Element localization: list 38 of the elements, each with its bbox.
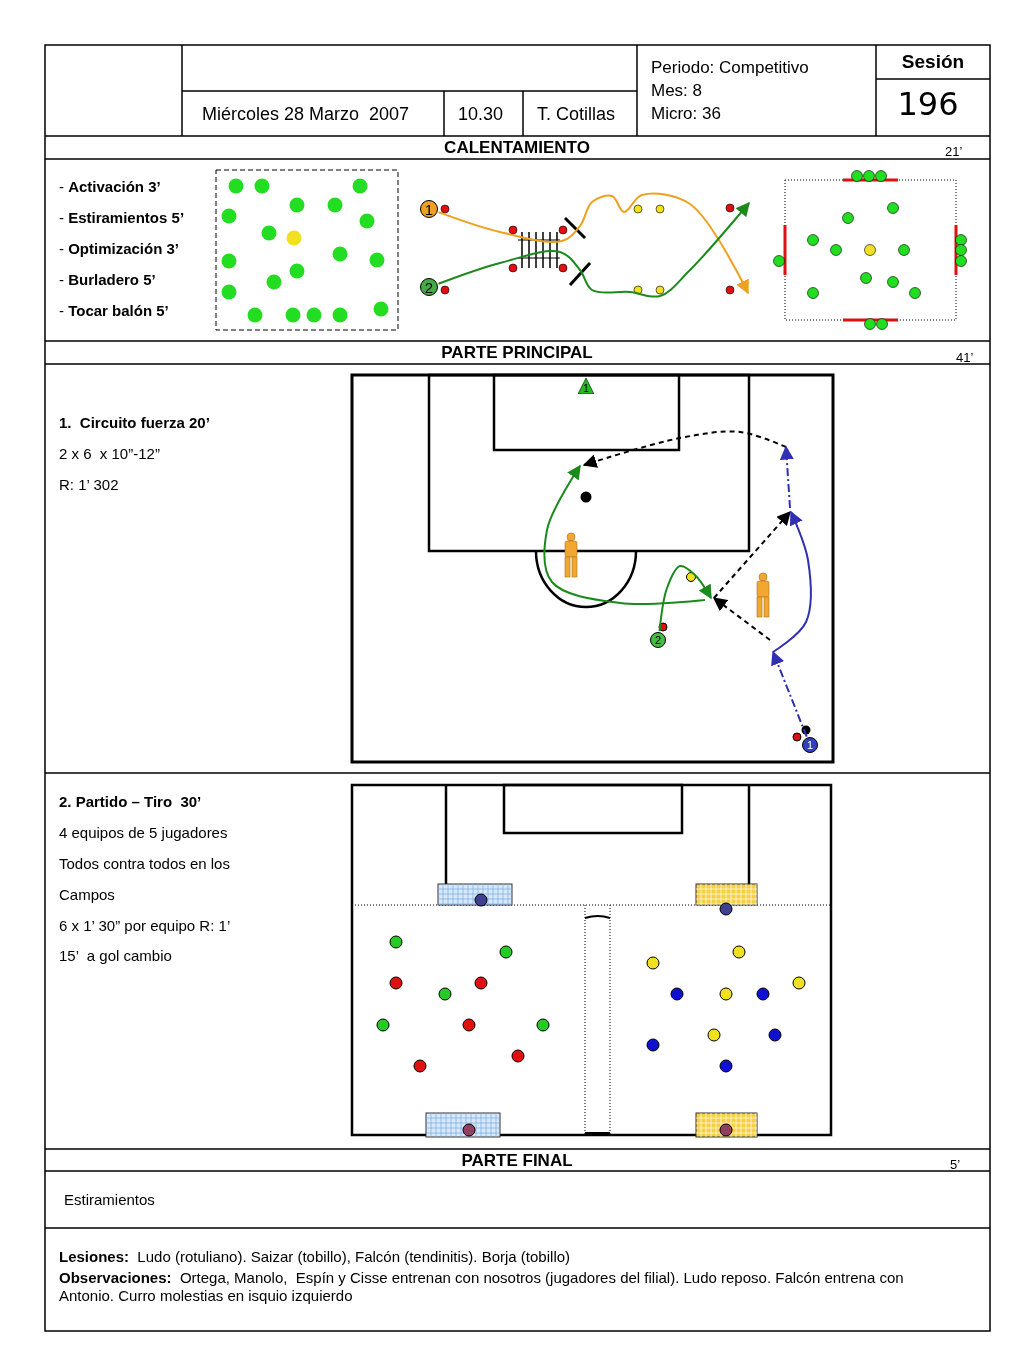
exercise-title: 2. Partido – Tiro 30’ xyxy=(59,793,202,811)
player-marker: 2 xyxy=(420,278,438,296)
exercise-detail: 2 x 6 x 10”-12” xyxy=(59,445,160,463)
session-number: 196 xyxy=(897,85,959,124)
cone-marker: 1 xyxy=(578,378,594,394)
time-text: 10.30 xyxy=(458,104,504,126)
exercise-item: - Optimización 3’ xyxy=(59,240,180,258)
run-path-arrow xyxy=(771,650,808,738)
section-heading: PARTE FINAL xyxy=(461,1151,573,1172)
player-marker: 2 xyxy=(650,632,666,648)
player-marker: 1 xyxy=(420,200,438,218)
exercise-detail: 4 equipos de 5 jugadores xyxy=(59,824,228,842)
micro-cycle-text: Micro: 36 xyxy=(651,104,721,125)
injuries-note: Lesiones: Ludo (rotuliano). Saizar (tobillo), Falcón (tendinitis). Borja (tobillo) xyxy=(59,1248,572,1266)
exercise-detail: 6 x 1’ 30” por equipo R: 1’ xyxy=(59,917,231,935)
venue-text: T. Cotillas xyxy=(537,104,616,126)
session-heading: Sesión xyxy=(901,51,965,74)
run-path-arrow xyxy=(658,564,712,633)
period-text: Periodo: Competitivo xyxy=(651,58,809,79)
section-heading: CALENTAMIENTO xyxy=(444,138,590,159)
exercise-detail: R: 1’ 302 xyxy=(59,476,119,494)
player-marker: 1 xyxy=(802,737,818,753)
duration-text: 41’ xyxy=(956,350,974,366)
exercise-title: 1. Circuito fuerza 20’ xyxy=(59,414,210,432)
exercise-detail: 15’ a gol cambio xyxy=(59,947,172,965)
month-text: Mes: 8 xyxy=(651,81,703,102)
exercise-item: Estiramientos xyxy=(64,1191,155,1209)
exercise-item: - Tocar balón 5’ xyxy=(59,302,169,320)
duration-text: 21’ xyxy=(945,144,963,160)
exercise-item: - Activación 3’ xyxy=(59,178,161,196)
section-heading: PARTE PRINCIPAL xyxy=(441,343,593,364)
duration-text: 5’ xyxy=(950,1157,961,1173)
exercise-detail: Todos contra todos en los xyxy=(59,855,230,873)
exercise-item: - Burladero 5’ xyxy=(59,271,156,289)
exercise-detail: Campos xyxy=(59,886,115,904)
date-text: Miércoles 28 Marzo 2007 xyxy=(202,104,410,126)
observations-note: Observaciones: Ortega, Manolo, Espín y Cisse entrenan con nosotros (jugadores del filial). Ludo reposo. Falcón entrena con Antonio. Curro molestias en isquio izquierdo xyxy=(59,1269,905,1305)
exercise-item: - Estiramientos 5’ xyxy=(59,209,185,227)
